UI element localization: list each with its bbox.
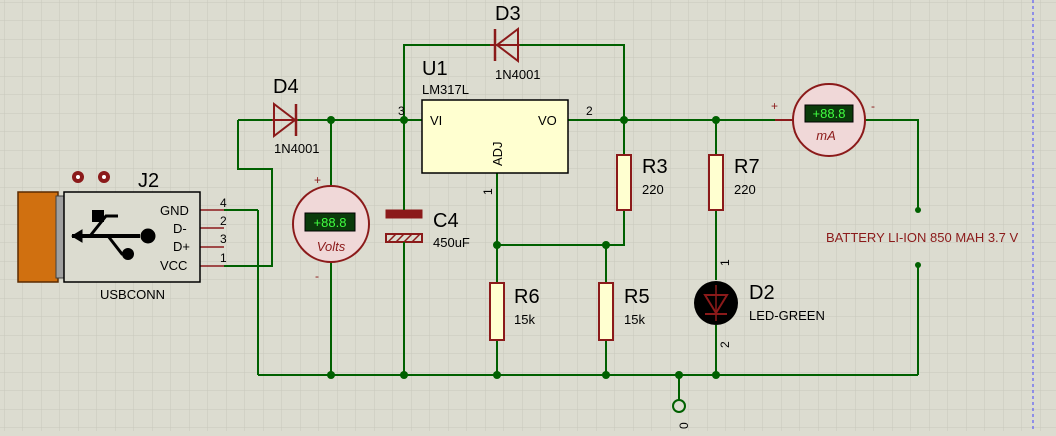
c4-ref-label: C4 (433, 210, 459, 232)
u1-pin-number: 1 (481, 188, 495, 195)
r7-value-label: 220 (734, 182, 756, 197)
diode-d4[interactable]: D4 1N4001 (272, 76, 320, 156)
ground-label: 0 (677, 422, 691, 429)
u1-pin-adj: ADJ (490, 141, 505, 166)
junction-dot (400, 371, 408, 379)
pin-label-vcc: VCC (160, 258, 187, 273)
battery-label: BATTERY LI-ION 850 MAH 3.7 V (826, 230, 1019, 245)
u1-pin-vo: VO (538, 113, 557, 128)
voltmeter-unit: Volts (317, 239, 346, 254)
wires (224, 44, 919, 400)
junction-dot (400, 116, 408, 124)
pin-label-dminus: D- (173, 221, 187, 236)
ammeter-minus: - (871, 99, 875, 113)
capacitor-c4[interactable]: C4 450uF (385, 205, 470, 250)
u1-pin-number: 3 (398, 104, 405, 118)
r3-ref-label: R3 (642, 156, 668, 178)
u1-body (421, 99, 569, 174)
battery-terminals[interactable]: BATTERY LI-ION 850 MAH 3.7 V (826, 207, 1019, 268)
junction-dot (602, 371, 610, 379)
junction-dot (602, 241, 610, 249)
pin-label-dplus: D+ (173, 239, 190, 254)
d4-ref-label: D4 (273, 76, 299, 98)
d2-pin-number: 2 (718, 341, 732, 348)
pin-number: 4 (220, 196, 227, 210)
resistor-r3[interactable]: R3 220 (616, 154, 668, 211)
pin-number: 1 (220, 251, 227, 265)
junction-dot (493, 371, 501, 379)
resistor-r7[interactable]: R7 220 (708, 154, 760, 211)
ammeter-plus: + (771, 99, 778, 113)
ground-terminal[interactable]: 0 (672, 399, 691, 429)
voltmeter[interactable]: +88.8 Volts + - (292, 173, 370, 283)
usb-pin-stubs (200, 209, 224, 267)
ammeter-display (804, 104, 854, 123)
voltmeter-plus: + (314, 173, 321, 187)
pin-number: 2 (220, 214, 227, 228)
pin-label-gnd: GND (160, 203, 189, 218)
c4-value-label: 450uF (433, 235, 470, 250)
voltmeter-minus: - (315, 269, 319, 283)
junction-dot (327, 116, 335, 124)
u1-value-label: LM317L (422, 82, 469, 97)
d3-ref-label: D3 (495, 3, 521, 25)
j2-type-label: USBCONN (100, 287, 165, 302)
junction-dot (327, 371, 335, 379)
regulator-u1[interactable]: U1 LM317L VI VO ADJ 3 2 1 (398, 58, 593, 195)
junction-dot (712, 371, 720, 379)
ammeter[interactable]: +88.8 mA + - (771, 83, 875, 157)
ammeter-unit: mA (816, 128, 836, 143)
resistor-r5[interactable]: R5 15k (598, 282, 650, 341)
d2-ref-label: D2 (749, 282, 775, 304)
r5-ref-label: R5 (624, 286, 650, 308)
r5-value-label: 15k (624, 312, 645, 327)
pin-number: 3 (220, 232, 227, 246)
r6-value-label: 15k (514, 312, 535, 327)
usb-connector-j2[interactable]: J2 GND D- D+ VCC 4 2 3 1 USBCONN (17, 170, 227, 302)
d2-value-label: LED-GREEN (749, 308, 825, 323)
r3-value-label: 220 (642, 182, 664, 197)
usb-icon (71, 210, 156, 260)
ammeter-reading: +88.8 (813, 106, 846, 121)
voltmeter-display (304, 212, 356, 232)
r6-ref-label: R6 (514, 286, 540, 308)
j2-ref-label: J2 (138, 170, 159, 192)
junction-dot (620, 116, 628, 124)
diode-d3[interactable]: D3 1N4001 (490, 3, 541, 82)
u1-pin-vi: VI (430, 113, 442, 128)
junctions (327, 116, 720, 379)
r7-ref-label: R7 (734, 156, 760, 178)
voltmeter-reading: +88.8 (314, 215, 347, 230)
d3-value-label: 1N4001 (495, 67, 541, 82)
u1-pin-number: 2 (586, 104, 593, 118)
d2-pin-number: 1 (718, 259, 732, 266)
junction-dot (712, 116, 720, 124)
u1-ref-label: U1 (422, 58, 448, 80)
led-d2[interactable]: D2 LED-GREEN 1 2 (694, 259, 825, 348)
junction-dot (675, 371, 683, 379)
resistor-r6[interactable]: R6 15k (489, 282, 540, 341)
d4-value-label: 1N4001 (274, 141, 320, 156)
junction-dot (493, 241, 501, 249)
usb-plug-body (17, 191, 59, 283)
